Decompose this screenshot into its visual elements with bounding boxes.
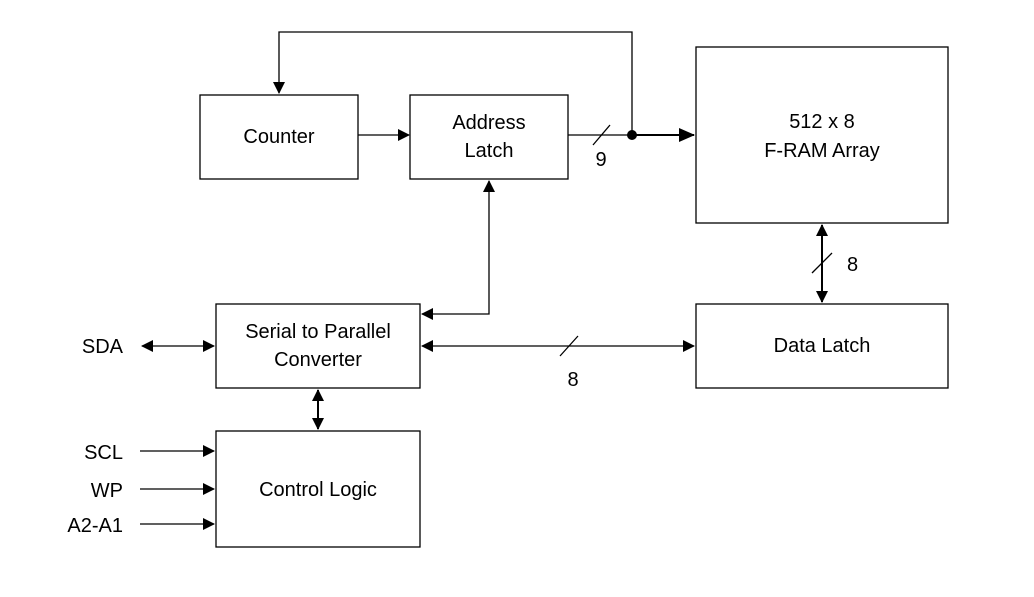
counter-feedback-arrow: [273, 31, 633, 135]
control-logic-label: Control Logic: [259, 479, 377, 501]
serial-converter-label-line1: Serial to Parallel: [245, 321, 391, 343]
address-latch-block: Address Latch: [409, 94, 569, 180]
counter-block: Counter: [199, 94, 359, 180]
address-latch-label-line2: Latch: [465, 140, 514, 162]
a2a1-label: A2-A1: [67, 515, 123, 537]
address-latch-label-line1: Address: [452, 112, 525, 134]
array-data-bus-width: 8: [847, 254, 858, 276]
data-latch-block: Data Latch: [695, 303, 949, 389]
fram-array-label-line1: 512 x 8: [789, 111, 855, 133]
sda-label: SDA: [82, 336, 124, 358]
control-logic-block: Control Logic: [215, 430, 421, 548]
converter-data-bus-slash: [559, 335, 579, 357]
array-data-bus-slash: [811, 252, 833, 274]
fram-array-block: 512 x 8 F-RAM Array: [695, 46, 949, 224]
address-bus-width: 9: [595, 149, 606, 171]
serial-converter-block: Serial to Parallel Converter: [215, 303, 421, 389]
latch-converter-arrow: [421, 180, 495, 320]
scl-label: SCL: [84, 442, 123, 464]
counter-label: Counter: [243, 126, 314, 148]
fram-array-label-line2: F-RAM Array: [764, 140, 880, 162]
serial-converter-label-line2: Converter: [274, 349, 362, 371]
converter-data-bus-width: 8: [567, 369, 578, 391]
wp-label: WP: [91, 480, 123, 502]
address-bus-slash: [592, 124, 611, 146]
data-latch-label: Data Latch: [774, 335, 871, 357]
